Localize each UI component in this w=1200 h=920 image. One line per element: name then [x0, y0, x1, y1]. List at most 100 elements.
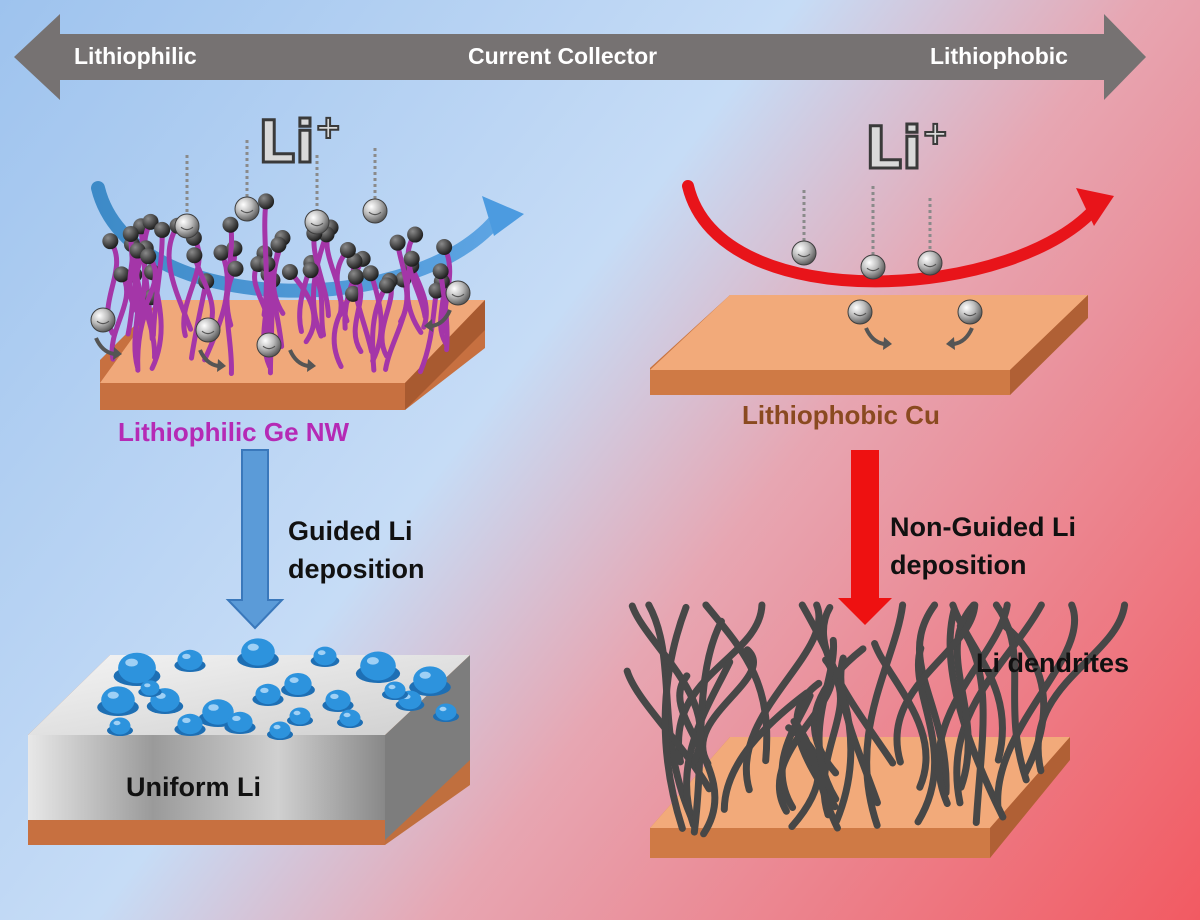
li-dendrite [992, 601, 1030, 784]
li-ion-ball [195, 317, 221, 343]
li-ion-ball [362, 198, 388, 224]
li-dendrite [743, 601, 823, 794]
uniform-li-label: Uniform Li [126, 772, 261, 802]
li-ion-ball [234, 196, 260, 222]
li-ion-ball [174, 213, 200, 239]
li-dendrite [720, 689, 811, 813]
li-dendrite [914, 644, 939, 826]
ge-nanowire [347, 268, 364, 355]
small-curved-arrow [94, 337, 122, 360]
li-dendrite [815, 636, 840, 803]
current-collector-label: Current Collector [468, 43, 658, 69]
ge-nanowire [258, 193, 275, 318]
guided-label-line2: deposition [288, 554, 425, 584]
ge-nanowire [302, 262, 327, 338]
ge-nanowire [224, 260, 244, 377]
li-ion-ball [847, 299, 873, 325]
ge-nanowire [432, 263, 450, 353]
small-curved-arrow [946, 327, 974, 350]
current-collector-double-arrow [14, 14, 1146, 100]
li-droplet [107, 717, 133, 736]
li-droplet [355, 651, 401, 684]
li-charge-left: + [314, 108, 343, 146]
li-dendrite [949, 601, 1006, 764]
li-dendrite [893, 601, 979, 766]
ge-nanowire [405, 226, 428, 320]
cu-label: Lithiophobic Cu [742, 400, 940, 430]
li-ion-ball [445, 280, 471, 306]
ge-nw-label: Lithiophilic Ge NW [118, 417, 350, 447]
ge-nanowire [137, 248, 158, 327]
li-dendrites-label: Li dendrites [976, 648, 1130, 678]
ge-nanowire [150, 221, 171, 338]
li-droplet [433, 703, 459, 722]
li-dendrite [676, 672, 719, 838]
lithiophilic-arrow-label: Lithiophilic [74, 43, 197, 69]
li-dendrite [994, 601, 1079, 809]
li-ion-ball [917, 250, 943, 276]
li-droplet [287, 707, 313, 726]
li-droplet [382, 681, 408, 700]
li-droplet [224, 711, 256, 735]
li-droplet [322, 689, 354, 713]
li-droplet [138, 680, 162, 697]
non-guided-label-line1: Non-Guided Li [890, 512, 1076, 542]
li-dendrite [790, 717, 841, 832]
li-ions-left [90, 140, 471, 372]
li-droplet [337, 709, 363, 728]
li-ion-ball [304, 209, 330, 235]
li-charge-right: + [921, 114, 950, 152]
small-curved-arrow [288, 349, 316, 372]
li-ion-ball [256, 332, 282, 358]
lithiophobic-arrow-label: Lithiophobic [930, 43, 1068, 69]
li-droplet [252, 683, 284, 707]
li-dendrite [778, 692, 814, 811]
li-droplet [97, 686, 139, 716]
li-dendrite [863, 601, 907, 829]
guided-deposition-arrow [225, 449, 285, 630]
li-droplets [97, 638, 459, 740]
li-droplet [281, 672, 315, 697]
li-dendrite [935, 601, 1011, 808]
ge-nanowire [403, 250, 424, 335]
ge-nanowire [331, 285, 362, 370]
guided-label-line1: Guided Li [288, 516, 413, 546]
li-ion-symbol-left: Li+ [257, 110, 343, 172]
li-droplet [409, 666, 451, 696]
li-ions-right [791, 186, 983, 350]
ge-nanowire [362, 265, 384, 364]
li-dendrite [916, 601, 950, 797]
li-dendrite [628, 602, 705, 765]
li-ion-ball [90, 307, 116, 333]
small-curved-arrow [424, 309, 452, 332]
li-droplet [310, 646, 340, 667]
li-base-right: Li [864, 113, 924, 182]
ge-nanowire [109, 266, 130, 362]
li-ion-symbol-right: Li+ [864, 116, 950, 178]
li-base-left: Li [257, 107, 317, 176]
ge-nanowire [122, 225, 143, 324]
ge-nanowire [334, 241, 356, 324]
non-guided-label-line2: deposition [890, 550, 1027, 580]
small-curved-arrow [198, 349, 226, 372]
li-dendrite [675, 601, 766, 766]
li-dendrite [661, 603, 690, 832]
uniform-li-block [28, 655, 470, 845]
li-droplet [237, 638, 279, 668]
li-droplet [174, 649, 206, 673]
non-guided-deposition-arrow [838, 450, 892, 625]
ge-nanowire [370, 277, 395, 373]
li-dendrite [1034, 601, 1129, 775]
li-ion-ball [957, 299, 983, 325]
li-droplet [267, 721, 293, 740]
li-ion-ball [791, 240, 817, 266]
small-curved-arrow [864, 327, 892, 350]
li-droplet [174, 713, 206, 737]
li-ion-flow-curve-right [682, 180, 1114, 288]
li-dendrite [871, 640, 930, 791]
li-dendrites [623, 601, 1129, 838]
li-ion-ball [860, 254, 886, 280]
ge-nanowires [102, 193, 453, 377]
